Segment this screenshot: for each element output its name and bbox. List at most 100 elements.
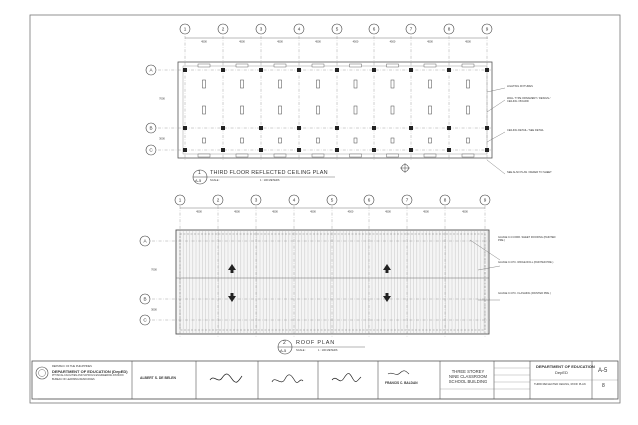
plan1-row-bubble-A [145, 64, 157, 76]
plan1-column-post [335, 68, 339, 72]
plan1-col-dim: 4500 [201, 40, 207, 44]
plan2-col-dim: 4500 [423, 210, 429, 214]
vent-panel [235, 63, 249, 68]
plan2-col-dim: 4500 [272, 210, 278, 214]
light-fixture [390, 105, 395, 115]
plan1-column-post [372, 68, 376, 72]
plan1-note-3: CEILING DETAIL / SEE DETAIL [507, 129, 544, 132]
plan1-number: 1 [198, 170, 201, 176]
plan2-row-dim: 7000 [151, 268, 157, 272]
plan1-column-post [409, 148, 413, 152]
plan2-note-1: GAUGE 0.4 CORR. SHEET ROOFING (PAINTED P… [498, 236, 556, 242]
roof-outline [175, 229, 490, 335]
plan2-col-dim: 4500 [234, 210, 240, 214]
plan2-col-dim: 4500 [196, 210, 202, 214]
light-fixture [278, 79, 282, 89]
signature-2 [271, 374, 304, 383]
plan2-col-dim: 4500 [462, 210, 468, 214]
signature-4 [387, 370, 410, 375]
plan2-grid-bubble-4 [288, 194, 300, 206]
plan1-col-dim: 4500 [465, 40, 471, 44]
plan2-row-bubble-A [139, 235, 151, 247]
vent-panel [235, 153, 249, 158]
light-fixture [353, 79, 358, 89]
plan1-row-label-B: B [149, 126, 152, 131]
light-fixture [202, 79, 206, 89]
plan1-row-label-A: A [149, 68, 153, 73]
plan2-grid-label-5: 5 [331, 198, 334, 203]
plan1-grid-label-8: 8 [448, 27, 451, 32]
plan1-column-post [485, 68, 489, 72]
plan1-note-2: WALL TYPE ORNAMENT / DESIGN / CEILING / … [507, 97, 551, 103]
light-fixture [466, 137, 470, 144]
vent-panel [197, 63, 211, 68]
light-fixture [202, 105, 206, 115]
prepared-by-name: ALBERT S. DE BELEN [140, 376, 176, 380]
plan1-column-post [259, 126, 263, 130]
plan1-column-post [409, 126, 413, 130]
plan1-col-dim: 4500 [277, 40, 283, 44]
sheet-index: 8 [602, 383, 605, 389]
plan1-column-post [297, 148, 301, 152]
plan1-grid-bubble-6 [368, 23, 380, 35]
plan1-column-post [221, 148, 225, 152]
plan1-column-post [335, 148, 339, 152]
sheet-border [29, 14, 621, 404]
light-fixture [390, 137, 395, 144]
light-fixture [278, 137, 282, 144]
vent-panel [197, 153, 211, 158]
plan1-grid-bubble-7 [405, 23, 417, 35]
plan1-note-1: LIGHTING FIXTURES [507, 85, 533, 88]
agency-republic: REPUBLIC OF THE PHILIPPINES [52, 365, 92, 368]
plan1-column-post [221, 68, 225, 72]
plan1-note-4: SEE ALSO PLAN / REFER TO SHEET [507, 171, 552, 174]
agency-deped: DEPARTMENT OF EDUCATION (DepED) [52, 369, 128, 374]
plan2-grid-bubble-8 [439, 194, 451, 206]
light-fixture [428, 137, 432, 144]
light-fixture [316, 79, 320, 89]
vent-panel [386, 63, 399, 68]
light-fixture [278, 105, 282, 115]
signature-3 [331, 373, 362, 382]
light-fixture [428, 79, 432, 89]
plan1-row-dim: 3000 [159, 137, 165, 141]
plan2-grid-bubble-7 [401, 194, 413, 206]
plan1-row-bubble-B [145, 122, 157, 134]
plan2-grid-bubble-6 [363, 194, 375, 206]
light-fixture [466, 105, 470, 115]
plan1-column-post [221, 126, 225, 130]
plan2-grid-label-7: 7 [406, 198, 409, 203]
vent-panel [273, 63, 287, 68]
light-fixture [428, 105, 432, 115]
plan1-column-post [447, 126, 451, 130]
vent-panel [349, 153, 362, 158]
plan2-note-2: GAUGE 0.4 PC. RIDGE ROLL (PAINTED PRE.) [498, 261, 554, 264]
plan1-grid-bubble-2 [217, 23, 229, 35]
sheet-number: A-5 [598, 368, 608, 374]
plan2-row-label-B: B [143, 297, 146, 302]
light-fixture [466, 79, 470, 89]
light-fixture [353, 137, 358, 144]
plan1-sheet: A-5 [195, 178, 202, 183]
light-fixture [240, 105, 244, 115]
plan1-grid-label-3: 3 [260, 27, 263, 32]
light-fixture [202, 137, 206, 144]
plan1-column-post [372, 148, 376, 152]
plan1-col-dim: 4500 [390, 40, 396, 44]
drawing-title: THIRD REFLECTED CEILING, ROOF PLAN [534, 383, 586, 386]
plan2-grid-label-9: 9 [484, 198, 487, 203]
plan1-col-dim: 4500 [239, 40, 245, 44]
plan2-grid-label-3: 3 [255, 198, 258, 203]
vent-panel [386, 153, 399, 158]
roof-plan: 1450024500345004450054500645007450084500… [139, 194, 491, 338]
plan1-outline [177, 61, 493, 159]
plan2-col-dim: 4500 [310, 210, 316, 214]
plan2-grid-bubble-5 [326, 194, 338, 206]
plan2-note-3: GAUGE 0.4 PC. FLASHING (PAINTED PRE.) [498, 292, 551, 295]
plan1-grid-label-9: 9 [486, 27, 489, 32]
plan1-column-post [183, 148, 187, 152]
plan1-column-post [485, 148, 489, 152]
vent-panel [349, 63, 362, 68]
plan2-grid-bubble-1 [174, 194, 186, 206]
slope-arrow-up-left [228, 264, 236, 273]
